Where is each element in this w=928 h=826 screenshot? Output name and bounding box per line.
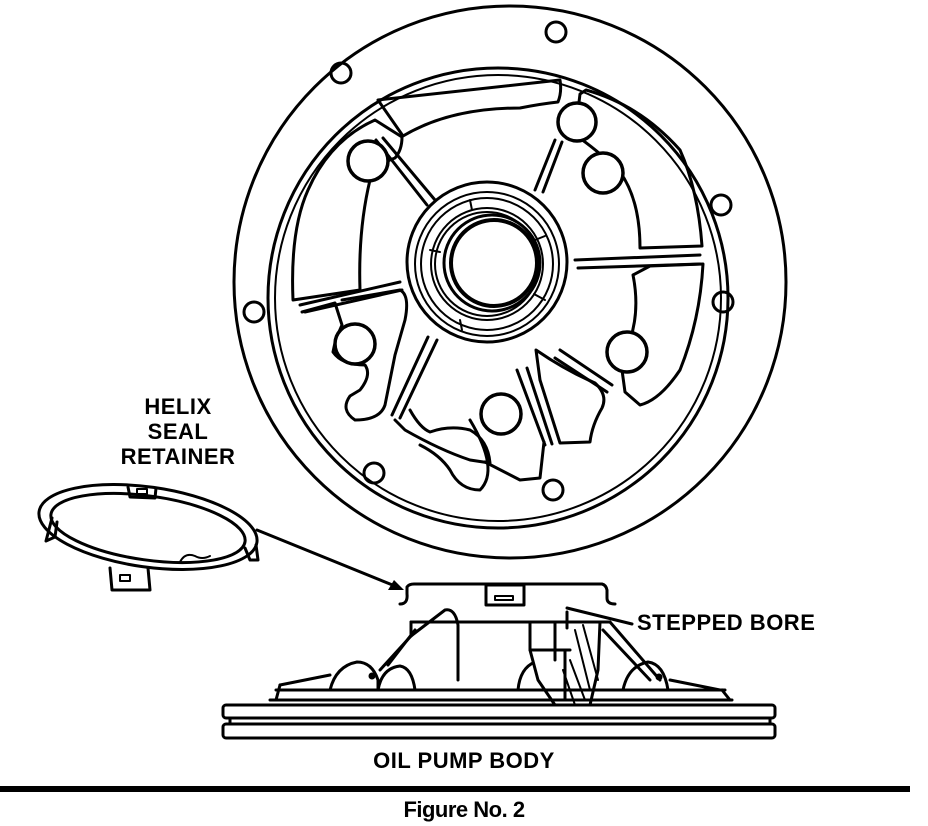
figure-caption: Figure No. 2 xyxy=(403,797,525,822)
oil-pump-body-label: OIL PUMP BODY xyxy=(373,748,555,773)
port-circles xyxy=(333,101,649,436)
spokes xyxy=(298,136,702,447)
retainer-left-lug xyxy=(44,516,59,543)
helix-seal-retainer-label: HELIX SEAL RETAINER xyxy=(98,394,258,469)
helix-label-line-1: HELIX xyxy=(144,394,212,419)
retainer-right-lug xyxy=(243,543,260,562)
lower-lobe xyxy=(418,418,490,492)
retainer-edge-tab xyxy=(484,583,526,607)
helix-label-line-3: RETAINER xyxy=(120,444,236,469)
bolt-holes xyxy=(242,20,735,502)
flange-outer-edge xyxy=(232,4,788,560)
port xyxy=(605,330,649,374)
flange-plate-lower xyxy=(221,722,777,740)
pump-body-side-view xyxy=(221,582,777,740)
port xyxy=(556,101,598,143)
port xyxy=(581,151,625,195)
port xyxy=(346,139,390,183)
flange-inner-edge-2 xyxy=(274,74,722,522)
retainer-top-tab xyxy=(126,485,158,500)
bolt-hole xyxy=(541,478,565,502)
port xyxy=(333,322,377,366)
helix-seal-retainer xyxy=(37,483,260,592)
retainer-inner-ring xyxy=(49,492,247,564)
retainer-bottom-tab xyxy=(108,566,152,592)
bolt-hole xyxy=(242,300,266,324)
pump-top-view xyxy=(232,4,788,560)
port xyxy=(479,392,523,436)
helix-label-line-2: SEAL xyxy=(147,419,209,444)
bolt-hole xyxy=(329,61,353,85)
bolt-hole xyxy=(544,20,568,44)
central-hub xyxy=(405,180,569,344)
flange-inner-edge xyxy=(266,66,730,530)
bolt-hole xyxy=(711,290,735,314)
flange-plate-upper xyxy=(221,703,777,720)
caption-divider xyxy=(0,786,910,792)
bolt-hole xyxy=(709,193,733,217)
stepped-bore-label: STEPPED BORE xyxy=(637,610,816,635)
retainer-outer-ring xyxy=(37,483,259,571)
retainer-leader-arrow xyxy=(255,528,404,590)
stepped-bore-leader xyxy=(565,606,634,626)
bolt-hole xyxy=(362,461,386,485)
